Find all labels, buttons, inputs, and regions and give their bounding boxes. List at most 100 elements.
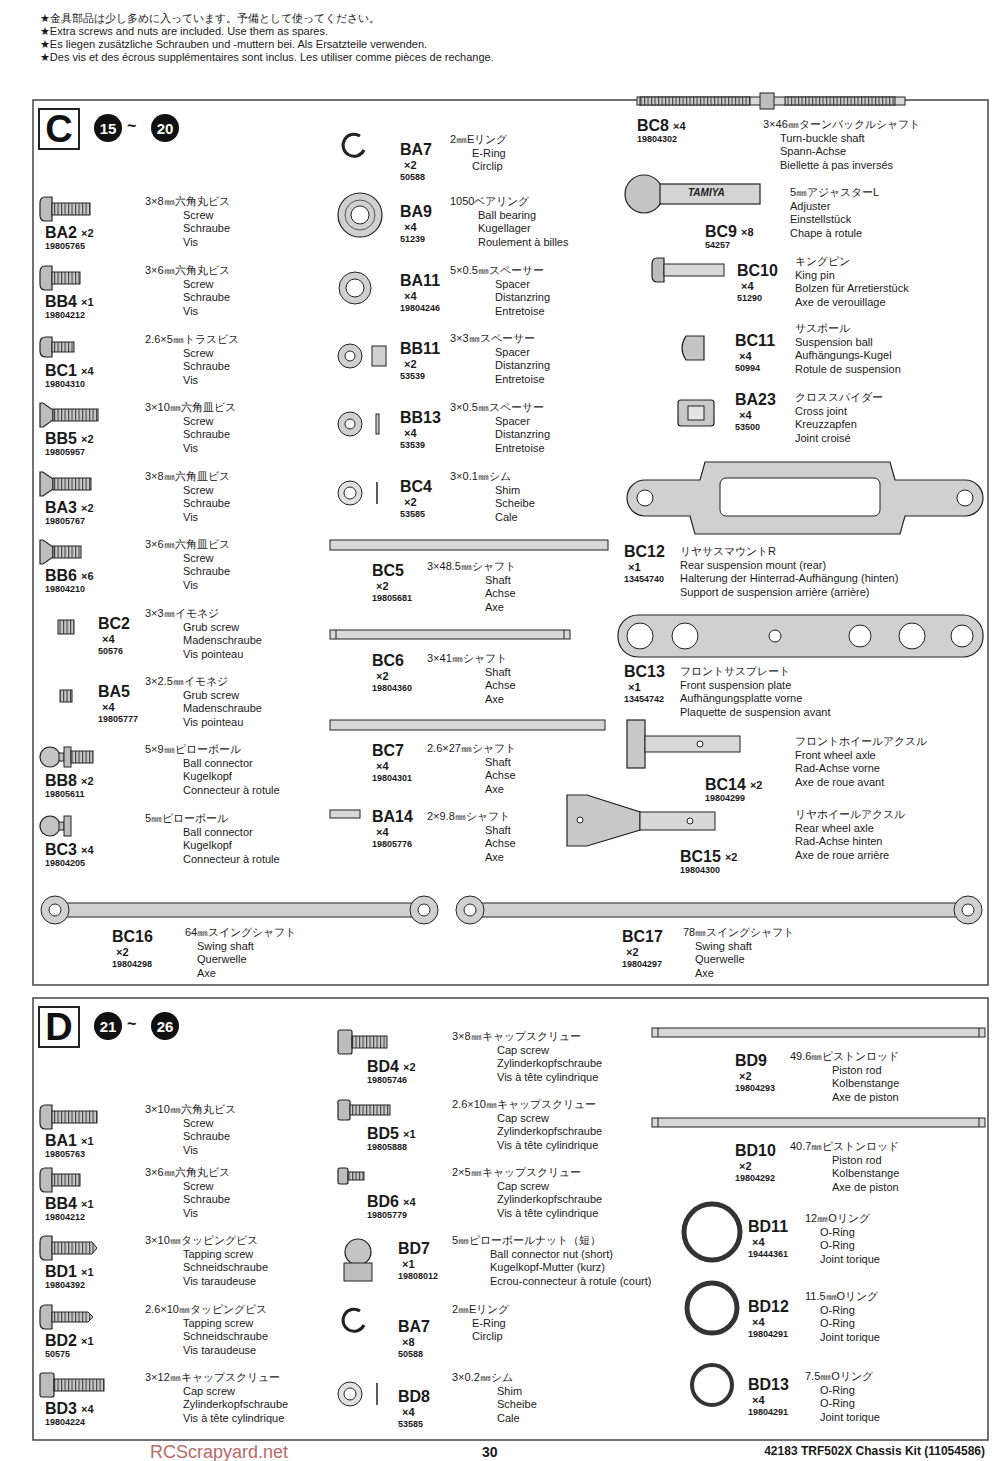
part-quantity: ×4 xyxy=(376,826,389,839)
part-drawing xyxy=(59,822,64,830)
part-quantity: ×4 xyxy=(81,844,94,857)
part-drawing xyxy=(652,258,664,282)
part-drawing xyxy=(52,1242,97,1254)
part-number: 53585 xyxy=(398,1419,423,1429)
part-drawing xyxy=(40,266,80,290)
part-drawing xyxy=(625,175,663,213)
part-drawing xyxy=(376,482,378,504)
part-name: Vis xyxy=(183,305,198,318)
part-quantity: ×1 xyxy=(81,1266,94,1279)
part-drawing xyxy=(352,1036,387,1048)
part-name: Schraube xyxy=(183,222,230,235)
part-drawing xyxy=(40,337,74,357)
part-name-japanese: キングピン xyxy=(795,255,850,268)
part-drawing xyxy=(33,998,988,1440)
part-code: BD5 xyxy=(367,1125,399,1143)
part-name: Axe xyxy=(197,967,216,980)
part-name-japanese: 3×3㎜スペーサー xyxy=(450,332,535,345)
part-name: Shaft xyxy=(485,756,511,769)
part-name: Scheibe xyxy=(495,497,535,510)
part-quantity: ×4 xyxy=(739,409,752,422)
part-number: 19805611 xyxy=(45,789,85,799)
part-drawing xyxy=(40,1373,54,1397)
step-number: 20 xyxy=(151,114,179,142)
part-number: 19804291 xyxy=(748,1407,788,1417)
part-quantity: ×8 xyxy=(741,226,754,239)
part-name: Shaft xyxy=(485,666,511,679)
part-number: 19804302 xyxy=(637,134,677,144)
part-name-japanese: フロントサスプレート xyxy=(680,665,790,678)
part-name: Axe de verouillage xyxy=(795,296,886,309)
part-number: 19804297 xyxy=(622,959,662,969)
part-name: Kolbenstange xyxy=(832,1167,899,1180)
part-quantity: ×4 xyxy=(739,350,752,363)
part-drawing xyxy=(40,1236,97,1260)
part-name-japanese: 2.6×27㎜シャフト xyxy=(427,742,516,755)
part-code: BC15 xyxy=(680,848,721,866)
part-code: BB5 xyxy=(45,430,77,448)
part-drawing xyxy=(40,1105,52,1129)
part-name: E-Ring xyxy=(472,147,506,160)
part-drawing xyxy=(951,625,973,647)
part-drawing xyxy=(40,540,81,564)
part-drawing xyxy=(40,1168,80,1192)
part-quantity: ×4 xyxy=(102,633,115,646)
part-code: BA23 xyxy=(735,391,776,409)
part-drawing xyxy=(481,903,957,917)
page-number: 30 xyxy=(482,1444,498,1460)
part-drawing xyxy=(678,400,714,426)
part-name: Kugelkopf xyxy=(183,770,232,783)
part-name: Schraube xyxy=(183,360,230,373)
part-name: Cap screw xyxy=(183,1385,235,1398)
part-drawing xyxy=(53,478,91,490)
part-drawing xyxy=(338,344,362,368)
part-number: 19805957 xyxy=(45,447,85,457)
part-name: Entretoise xyxy=(495,373,545,386)
part-drawing xyxy=(53,546,81,558)
part-number: 19804210 xyxy=(45,584,85,594)
logo-text: TAMIYA xyxy=(688,187,725,199)
part-drawing xyxy=(40,266,52,290)
part-quantity: ×2 xyxy=(376,580,389,593)
part-name: Joint torique xyxy=(820,1331,880,1344)
part-code: BD13 xyxy=(748,1376,789,1394)
part-name-japanese: 64㎜スイングシャフト xyxy=(185,926,296,939)
node-text: 15 xyxy=(100,121,117,136)
part-drawing xyxy=(687,1283,737,1333)
part-name-japanese: 12㎜Oリング xyxy=(805,1212,870,1225)
part-name-japanese: リヤサスマウントR xyxy=(680,545,776,558)
part-name: Screw xyxy=(183,1180,214,1193)
part-quantity: ×2 xyxy=(81,775,94,788)
part-quantity: ×4 xyxy=(81,365,94,378)
part-name: Zylinderkopfschraube xyxy=(183,1398,288,1411)
part-number: 19804360 xyxy=(372,683,412,693)
part-drawing xyxy=(456,896,484,924)
part-name: Axe de roue avant xyxy=(795,776,884,789)
part-name: Tapping screw xyxy=(183,1248,253,1261)
part-number: 19804310 xyxy=(45,379,85,389)
part-name: O-Ring xyxy=(820,1226,855,1239)
part-drawing xyxy=(40,1236,52,1260)
part-drawing xyxy=(418,904,430,916)
part-name: Vis à tête cylindrique xyxy=(497,1139,598,1152)
part-drawing xyxy=(567,795,640,846)
part-name: Plaquette de suspension avant xyxy=(680,706,830,719)
part-code: BD3 xyxy=(45,1400,77,1418)
part-name: Support de suspension arrière (arrière) xyxy=(680,586,870,599)
part-quantity: ×1 xyxy=(403,1128,416,1141)
part-drawing xyxy=(40,472,53,496)
part-quantity: ×4 xyxy=(402,1406,415,1419)
part-name-japanese: 3×2.5㎜イモネジ xyxy=(145,675,228,688)
part-drawing xyxy=(345,200,375,230)
part-name: Vis à tête cylindrique xyxy=(497,1207,598,1220)
part-name-japanese: 3×12㎜キャップスクリュー xyxy=(145,1371,280,1384)
part-drawing xyxy=(345,1239,371,1265)
part-quantity: ×4 xyxy=(752,1394,765,1407)
part-name: Kolbenstange xyxy=(832,1077,899,1090)
part-drawing xyxy=(40,747,93,767)
part-name: Vis à tête cylindrique xyxy=(183,1412,284,1425)
part-name-japanese: 2㎜Eリング xyxy=(450,133,507,146)
part-number: 19804246 xyxy=(400,303,440,313)
part-name: Querwelle xyxy=(695,953,745,966)
part-code: BD10 xyxy=(735,1142,776,1160)
